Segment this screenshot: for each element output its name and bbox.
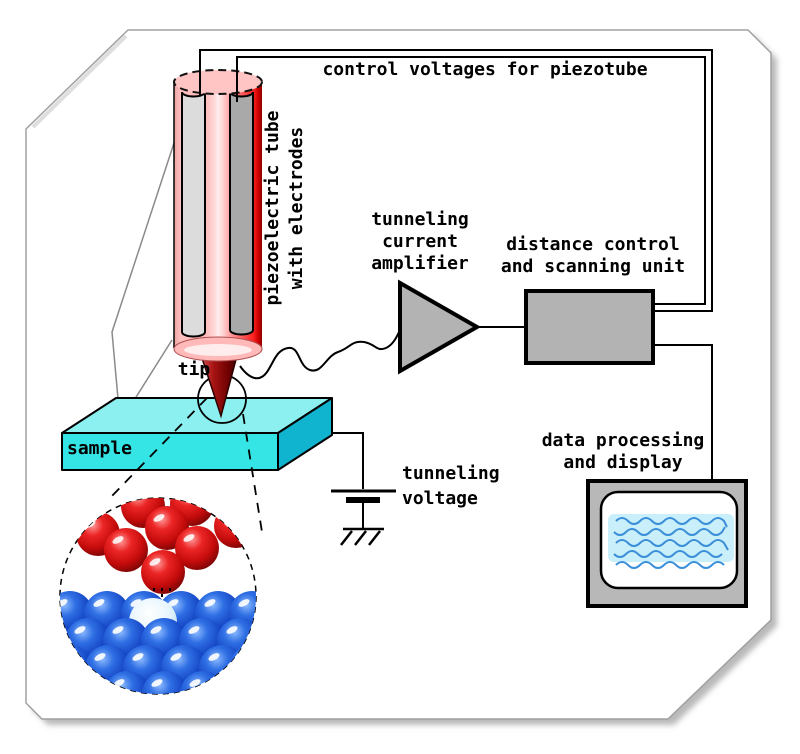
label-tunneling-voltage: tunneling voltage (402, 463, 500, 509)
label-tip: tip (177, 359, 211, 380)
wire-sample-to-battery (333, 432, 364, 489)
wire-unit-to-monitor (655, 344, 713, 480)
screen-scan-waves (613, 517, 729, 569)
wire-electrode-inner (236, 56, 706, 305)
label-control-voltages: control voltages for piezotube (322, 59, 648, 80)
amplifier-triangle (398, 279, 482, 375)
label-piezo-tube: piezoelectric tube with electrodes (262, 110, 307, 306)
label-sample: sample (67, 438, 133, 459)
scan-unit-box (524, 289, 655, 365)
tube-bottom-highlight (184, 344, 252, 356)
label-distance-unit: distance control and scanning unit (500, 234, 686, 277)
piezo-tube (173, 69, 263, 419)
ground-icon (340, 527, 384, 546)
frame-bevel-highlight (31, 34, 128, 129)
wire-electrode-outer (199, 49, 713, 312)
label-amplifier: tunneling current amplifier (371, 209, 469, 274)
label-data-display: data processing and display (541, 430, 705, 473)
magnified-view (59, 497, 257, 695)
monitor (586, 479, 748, 608)
screen-image-fill (608, 514, 734, 562)
wire-tip-to-amp (239, 329, 401, 380)
magnification-leader-lines (109, 397, 263, 533)
electrode-right (229, 91, 254, 336)
tube-top-rim (173, 69, 263, 95)
wiring (199, 49, 713, 529)
sample-side-face (277, 397, 333, 471)
sample-block (61, 397, 333, 471)
battery-icon (331, 489, 396, 503)
electrode-left (181, 91, 206, 338)
